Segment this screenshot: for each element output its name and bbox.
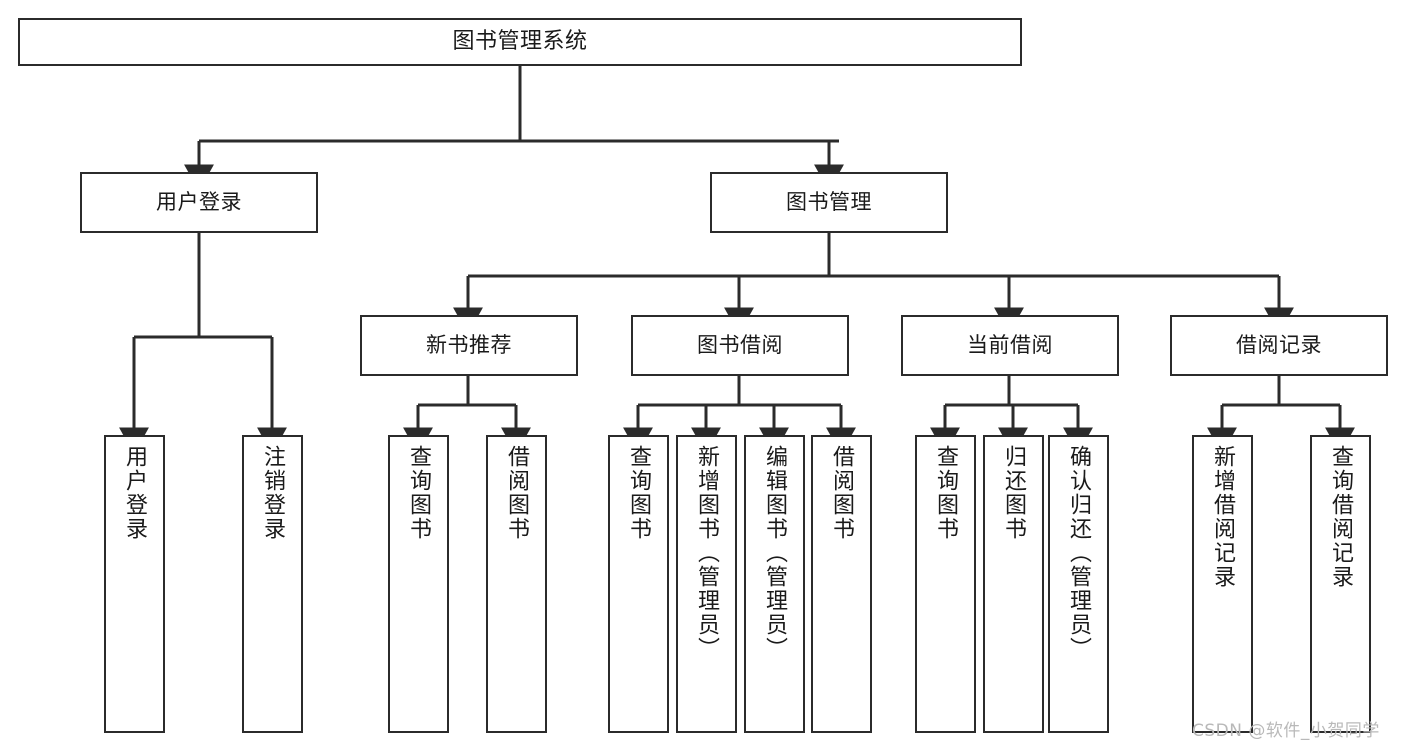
node-book-borrow[interactable]: 图书借阅 bbox=[631, 315, 849, 376]
node-book-manage-label: 图书管理 bbox=[786, 190, 872, 215]
node-book-borrow-label: 图书借阅 bbox=[697, 333, 783, 358]
node-leaf-user-login-label: 用户登录 bbox=[122, 445, 148, 541]
node-new-book-recommend-label: 新书推荐 bbox=[426, 333, 512, 358]
node-leaf-borrow-book-2-label: 借阅图书 bbox=[829, 445, 855, 541]
node-current-borrow[interactable]: 当前借阅 bbox=[901, 315, 1119, 376]
node-leaf-edit-book[interactable]: 编辑图书（管理员） bbox=[744, 435, 805, 733]
node-leaf-query-book-3[interactable]: 查询图书 bbox=[915, 435, 976, 733]
node-borrow-record[interactable]: 借阅记录 bbox=[1170, 315, 1388, 376]
node-leaf-return-book-label: 归还图书 bbox=[1001, 445, 1027, 541]
node-root-system[interactable]: 图书管理系统 bbox=[18, 18, 1022, 66]
node-leaf-add-book-label: 新增图书（管理员） bbox=[694, 445, 720, 661]
node-leaf-return-book[interactable]: 归还图书 bbox=[983, 435, 1044, 733]
node-leaf-logout-login[interactable]: 注销登录 bbox=[242, 435, 303, 733]
node-leaf-query-record-label: 查询借阅记录 bbox=[1328, 445, 1354, 589]
node-leaf-query-book-2[interactable]: 查询图书 bbox=[608, 435, 669, 733]
node-book-manage[interactable]: 图书管理 bbox=[710, 172, 948, 233]
node-leaf-borrow-book-1[interactable]: 借阅图书 bbox=[486, 435, 547, 733]
node-leaf-query-book-1[interactable]: 查询图书 bbox=[388, 435, 449, 733]
node-leaf-confirm-return[interactable]: 确认归还（管理员） bbox=[1048, 435, 1109, 733]
node-leaf-query-book-3-label: 查询图书 bbox=[933, 445, 959, 541]
node-leaf-query-book-1-label: 查询图书 bbox=[406, 445, 432, 541]
node-root-system-label: 图书管理系统 bbox=[452, 29, 588, 55]
node-leaf-borrow-book-2[interactable]: 借阅图书 bbox=[811, 435, 872, 733]
node-new-book-recommend[interactable]: 新书推荐 bbox=[360, 315, 578, 376]
node-borrow-record-label: 借阅记录 bbox=[1236, 333, 1322, 358]
node-leaf-edit-book-label: 编辑图书（管理员） bbox=[762, 445, 788, 661]
node-leaf-confirm-return-label: 确认归还（管理员） bbox=[1066, 445, 1092, 661]
node-leaf-logout-login-label: 注销登录 bbox=[260, 445, 286, 541]
node-leaf-borrow-book-1-label: 借阅图书 bbox=[504, 445, 530, 541]
node-current-borrow-label: 当前借阅 bbox=[967, 333, 1053, 358]
node-leaf-add-book[interactable]: 新增图书（管理员） bbox=[676, 435, 737, 733]
node-leaf-add-record[interactable]: 新增借阅记录 bbox=[1192, 435, 1253, 733]
csdn-watermark: CSDN @软件_小贺同学 bbox=[1192, 721, 1380, 741]
node-user-login-label: 用户登录 bbox=[156, 190, 242, 215]
node-leaf-add-record-label: 新增借阅记录 bbox=[1210, 445, 1236, 589]
node-leaf-query-record[interactable]: 查询借阅记录 bbox=[1310, 435, 1371, 733]
node-user-login[interactable]: 用户登录 bbox=[80, 172, 318, 233]
node-leaf-user-login[interactable]: 用户登录 bbox=[104, 435, 165, 733]
node-leaf-query-book-2-label: 查询图书 bbox=[626, 445, 652, 541]
